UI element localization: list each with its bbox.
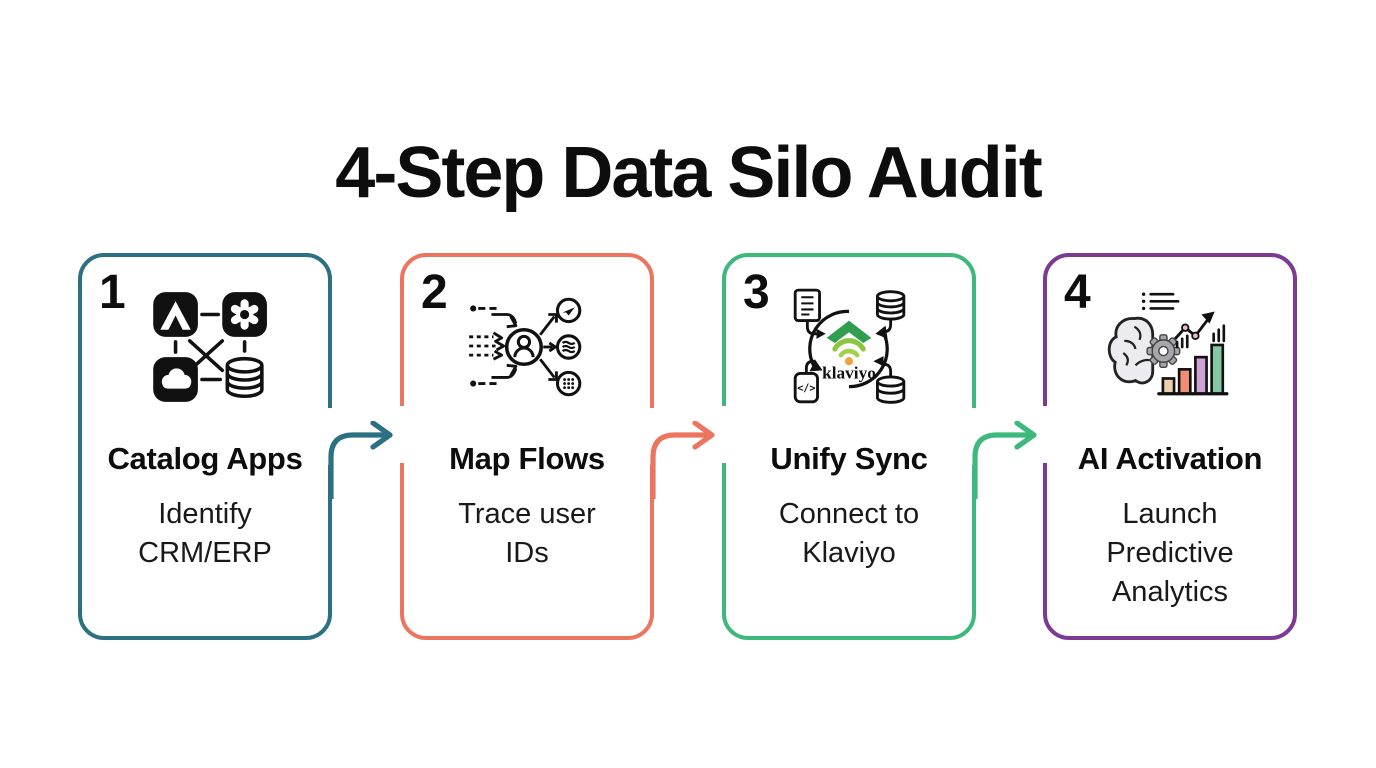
step-subtitle: Launch Predictive Analytics bbox=[1106, 498, 1234, 608]
step-title: Unify Sync bbox=[770, 441, 928, 476]
klaviyo-sync-icon: klaviyo </> bbox=[783, 284, 915, 410]
border-gap bbox=[719, 406, 729, 463]
step-title: AI Activation bbox=[1077, 441, 1263, 476]
border-gap bbox=[969, 408, 979, 465]
arrow-step3-to-step4-icon bbox=[970, 421, 1050, 499]
step-number: 4 bbox=[1064, 266, 1091, 319]
border-gap bbox=[1040, 406, 1050, 463]
step-card-1: 1 bbox=[78, 253, 335, 640]
border-gap bbox=[325, 408, 335, 465]
step-number: 3 bbox=[743, 266, 770, 319]
border-gap bbox=[397, 406, 407, 463]
ai-analytics-icon bbox=[1104, 284, 1236, 410]
step-card-4: 4 bbox=[1040, 253, 1297, 640]
app-network-icon bbox=[139, 284, 271, 410]
border-gap bbox=[647, 408, 657, 465]
step-subtitle: Identify CRM/ERP bbox=[138, 498, 272, 569]
step-subtitle: Trace user IDs bbox=[458, 498, 596, 569]
step-card-2: 2 bbox=[397, 253, 657, 640]
svg-text:klaviyo: klaviyo bbox=[822, 363, 876, 382]
step-title: Catalog Apps bbox=[107, 441, 303, 476]
step-number: 1 bbox=[99, 266, 126, 319]
step-number: 2 bbox=[421, 266, 448, 319]
arrow-step1-to-step2-icon bbox=[326, 421, 406, 499]
svg-text:</>: </> bbox=[797, 384, 815, 395]
step-subtitle: Connect to Klaviyo bbox=[778, 498, 920, 569]
user-id-flow-icon bbox=[461, 284, 593, 410]
arrow-step2-to-step3-icon bbox=[648, 421, 728, 499]
step-card-3: 3 klaviyo bbox=[719, 253, 979, 640]
step-title: Map Flows bbox=[449, 441, 605, 476]
page-title: 4-Step Data Silo Audit bbox=[335, 133, 1042, 214]
